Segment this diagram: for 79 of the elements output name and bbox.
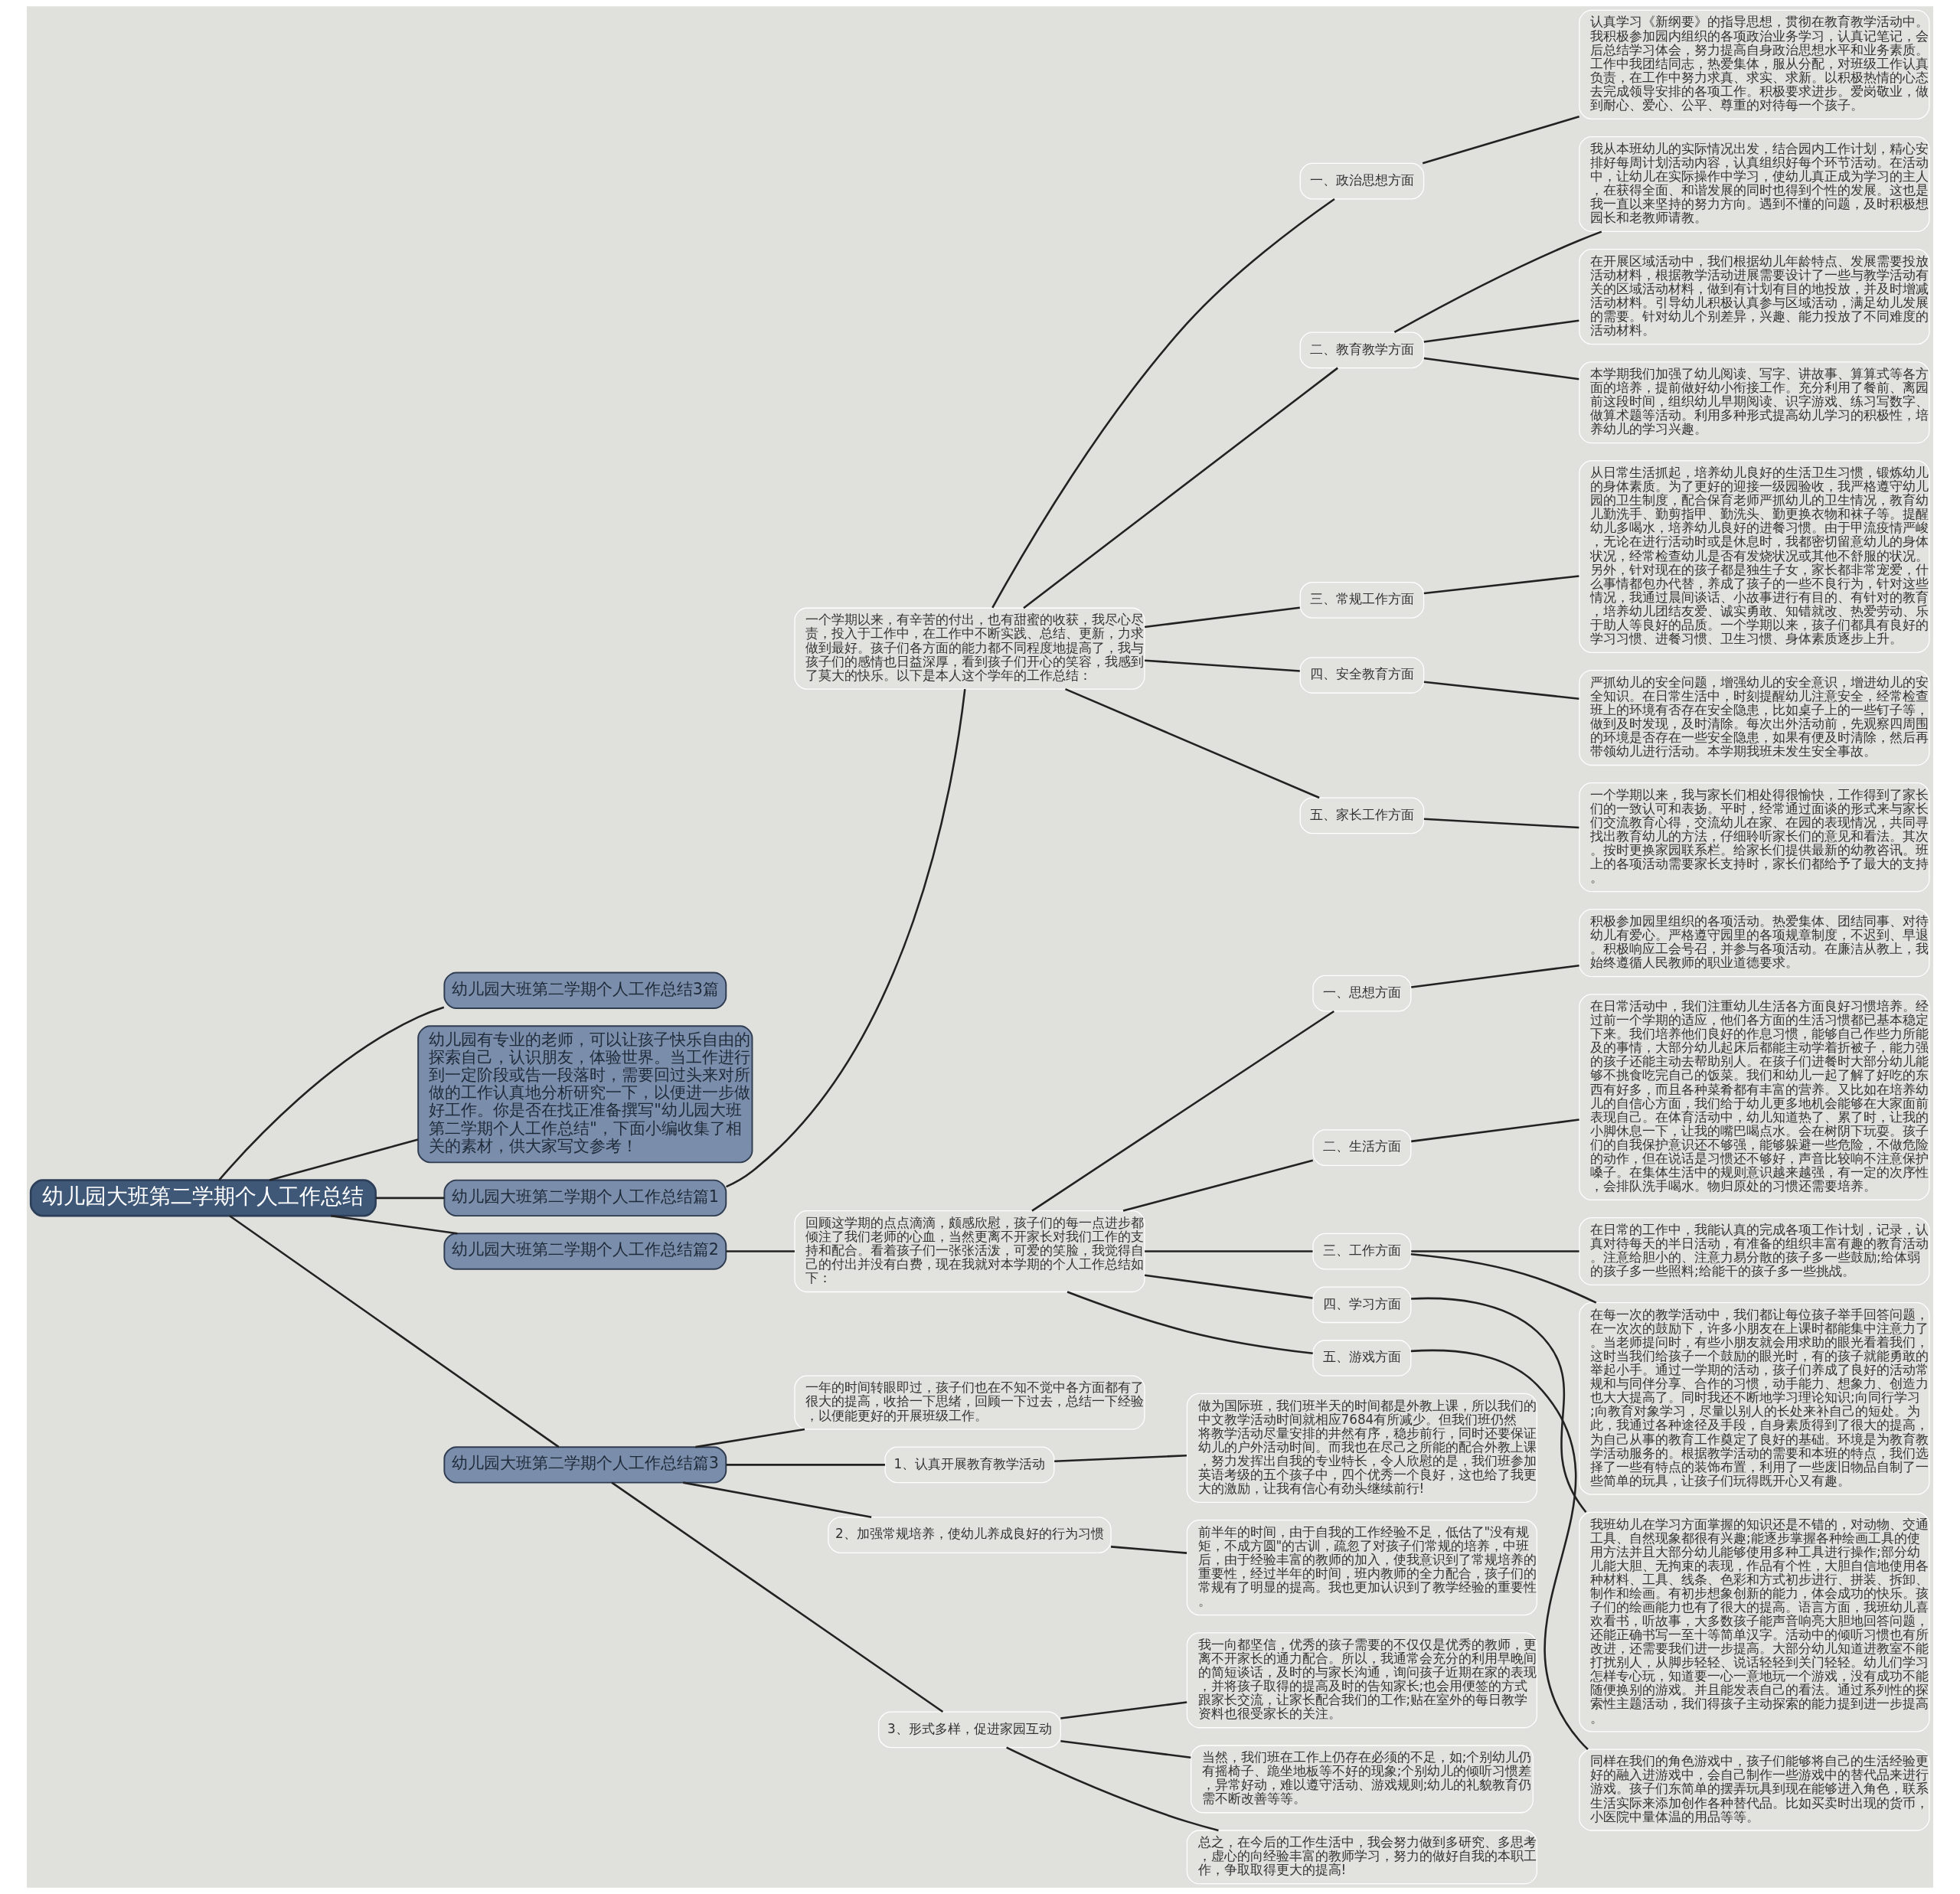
connector [726,1250,795,1252]
node-box: 一、思想方面 [1312,975,1412,1012]
connector [726,1464,885,1466]
connector [1423,575,1579,595]
node-box: 我从本班幼儿的实际情况出发，结合园内工作计划，精心安排好每周计划活动内容，认真组织好每个环节活动。在活动中，让幼儿在实际操作中学习，使幼儿真正成为学习的主人，在获得全面、和谐发展的同时也得到个性的发展。这也是我一直以来坚持的努力方向。遇到不懂的问题，及时积极想园长和老教师请教。 [1579,136,1930,233]
node-box: 幼儿园大班第二学期个人工作总结篇1 [443,1179,727,1217]
node-box: 1、认真开展教育教学活动 [884,1446,1055,1484]
connector [726,689,966,1188]
node-box: 幼儿园大班第二学期个人工作总结篇3 [443,1446,727,1484]
node-box: 幼儿园大班第二学期个人工作总结 [29,1179,377,1217]
connector [1410,1252,1597,1304]
node-box: 在每一次的教学活动中，我们都让每位孩子举手回答问题，在一次次的鼓励下，许多小朋友在上课时都能集中注意力了。当老师提问时，有些小朋友就会用求助的眼光看着我们，这时当我们给孩子一个鼓励的眼光时，有的孩子就能勇敢的举起小手。通过一学期的活动，孩子们养成了良好的活动常规和与同伴分享、合作的习惯，动手能力、想象力、创造力也大大提高了。同时我还不断地学习理论知识;向同行学习;向教育对象学习，尽量以别人的长处来补自己的短处。为此，我通过各种途径及手段，自身素质得到了很大的提高，为自己从事的教育工作奠定了良好的基础。环境是为教育教学活动服务的。根据教学活动的需要和本班的特点，我们选择了一些有特点的装饰布置，利用了一些废旧物品自制了一些简单的玩具，让孩子们玩得既开心又有趣。 [1579,1302,1930,1495]
node-box: 一年的时间转眼即过，孩子们也在不知不觉中各方面都有了很大的提高，收拾一下思绪，回顾一下过去，总结一下经验，以便能更好的开展班级工作。 [794,1375,1145,1430]
node-box: 严抓幼儿的安全问题，增强幼儿的安全意识，增进幼儿的安全知识。在日常生活中，时刻提醒幼儿注意安全，经常检查班上的环境有否存在安全隐患，比如桌子上的一些钉子等，做到及时发现，及时清除。每次出外活动前，先观察四周围的环境是否存在一些安全隐患，如果有便及时清除，然后再带领幼儿进行活动。本学期我班未发生安全事故。 [1579,669,1930,766]
node-box: 五、家长工作方面 [1299,797,1425,834]
node-box: 四、安全教育方面 [1299,657,1425,694]
connector [1122,1159,1314,1212]
connector [1067,1291,1313,1355]
node-box: 积极参加园里组织的各项活动。热爱集体、团结同事、对待幼儿有爱心。严格遵守园里的各项规章制度，不迟到、早退。积极响应工会号召，并参与各项活动。在廉洁从教上，我始终遵循人民教师的职业道德要求。 [1579,909,1930,978]
node-box: 我班幼儿在学习方面掌握的知识还是不错的，对动物、交通工具、自然现象都很有兴趣;能逐步掌握各种绘画工具的使用方法并且大部分幼儿能够使用多种工具进行操作;部分幼儿能大胆、无拘束的表现，作品有个性，大胆自信地使用各种材料、工具、线条、色彩和方式初步进行、拼装、拆卸、制作和绘画。有初步想象创新的能力，体会成功的快乐。孩子们的绘画能力也有了很大的提高。语言方面，我班幼儿喜欢看书，听故事，大多数孩子能声音响亮大胆地回答问题，还能正确书写一至十等简单汉字。活动中的倾听习惯也有所改进，还需要我们进一步提高。大部分幼儿知道进教室不能打扰别人，从脚步轻轻、说话轻轻到关门轻轻。幼儿们学习怎样专心玩，知道要一心一意地玩一个游戏，没有成功不能随便换别的游戏。并且能发表自己的看法。通过系列性的探索性主题活动，我们得孩子主动探索的能力提到进一步提高。 [1579,1511,1930,1732]
node-box: 总之，在今后的工作生活中，我会努力做到多研究、多思考，虚心的向经验丰富的教师学习，努力的做好自我的本职工作，争取取得更大的提高! [1186,1830,1538,1885]
connector [269,1138,419,1181]
node-box: 一、政治思想方面 [1299,162,1425,200]
connector [1006,1746,1219,1832]
connector [229,1215,560,1448]
node-box: 本学期我们加强了幼儿阅读、写字、讲故事、算算式等各方面的培养，提前做好幼小衔接工作。充分利用了餐前、离园前这段时间，组织幼儿早期阅读、识字游戏、练习写数字、做算术题等活动。利用多种形式提高幼儿学习的积极性，培养幼儿的学习兴趣。 [1579,361,1930,444]
node-box: 幼儿园大班第二学期个人工作总结篇2 [443,1233,727,1270]
node-box: 二、生活方面 [1312,1129,1412,1166]
connector [1411,1250,1579,1252]
connector [695,1428,805,1448]
node-box: 认真学习《新纲要》的指导思想，贯彻在教育教学活动中。我积极参加园内组织的各项政治业务学习，认真记笔记，会后总结学习体会，努力提高自身政治思想水平和业务素质。工作中我团结同志，热爱集体，服从分配，对班级工作认真负责，在工作中努力求真、求实、求新。以积极热情的心态去完成领导安排的各项工作。积极要求进步。爱岗敬业，做到耐心、爱心、公平、尊重的对待每一个孩子。 [1579,9,1930,119]
node-box: 四、学习方面 [1312,1286,1412,1324]
connector [1145,1250,1313,1252]
node-box: 幼儿园大班第二学期个人工作总结3篇 [443,971,727,1009]
connector [1411,1297,1587,1514]
connector [1144,1274,1313,1299]
connector [1422,116,1579,165]
connector [1144,606,1300,629]
node-box: 三、常规工作方面 [1299,582,1425,619]
node-box: 三、工作方面 [1312,1233,1412,1270]
connector [1411,1118,1579,1143]
connector [1423,681,1579,700]
node-box: 同样在我们的角色游戏中，孩子们能够将自己的生活经验更好的融入进游戏中，会自己制作一些游戏中的替代品来进行游戏。孩子们东简单的摆弄玩具到现在能够进入角色，联系生活实际来添加创作各种替代品。比如买卖时出现的货币，小医院中量体温的用品等等。 [1579,1749,1930,1831]
connector [1423,818,1579,829]
connector [375,1197,445,1200]
node-box: 在日常活动中，我们注重幼儿生活各方面良好习惯培养。经过前一个学期的适应，他们各方面的生活习惯都已基本稳定下来。我们培养他们良好的作息习惯，能够自己作些力所能及的事情，大部分幼儿起床后都能主动学着折被子，能力强的孩子还能主动去帮助别人。在孩子们进餐时大部分幼儿能够不挑食吃完自己的饭菜。我们和幼儿一起了解了好吃的东西有好多，而且各种菜肴都有丰富的营养。又比如在培养幼儿的自信心方面，我们给于幼儿更多地机会能够在大家面前表现自己。在体育活动中，幼儿知道热了、累了时，让我的小脚休息一下，让我的嘴巴喝点水。会在树阴下玩耍。孩子们的自我保护意识还不够强，能够躲避一些危险，不做危险的动作，但在说话是习惯还不够好，声音比较响不注意保护嗓子。在集体生活中的规则意识越来越强，有一定的次序性，会排队洗手喝水。物归原处的习惯还需要培养。 [1579,994,1930,1201]
node-box: 回顾这学期的点点滴滴，颇感欣慰，孩子们的每一点进步都倾注了我们老师的心血，当然更离不开家长对我们工作的支持和配合。看着孩子们一张张活泼，可爱的笑脸，我觉得自己的付出并没有白费，现在我就对本学期的个人工作总结如下： [794,1210,1145,1293]
connector [1423,357,1579,380]
connector [1111,1546,1187,1554]
node-box: 五、游戏方面 [1312,1340,1412,1376]
node-box: 幼儿园有专业的老师，可以让孩子快乐自由的探索自己，认识朋友，体验世界。当工作进行到一定阶段或告一段落时，需要回过头来对所做的工作认真地分析研究一下，以便进一步做好工作。你是否在找正准备撰写"幼儿园大班第二学期个人工作总结"，下面小编收集了相关的素材，供大家写文参考！ [417,1025,753,1164]
node-box: 前半年的时间，由于自我的工作经验不足，低估了"没有规矩，不成方圆"的古训，疏忽了对孩子们常规的培养，中班后，由于经验丰富的教师的加入，使我意识到了常规培养的重要性，经过半年的时间，班内教师的全力配合，孩子们的常规有了明显的提高。我也更加认识到了教学经验的重要性。 [1186,1520,1538,1616]
connector [1060,1701,1187,1719]
connector [1065,687,1320,799]
connector [1031,1010,1334,1212]
connector [683,1481,872,1518]
node-box: 做为国际班，我们班半天的时间都是外教上课，所以我们的中文教学活动时间就相应7684有所减少。但我们班仍然将教学活动尽量安排的井然有序，稳步前行，同时还要保证幼儿的户外活动时间。而我也在尽己之所能的配合外教上课，努力发挥出自我的专业特长，令人欣慰的是，我们班参加英语考级的五个孩子中，四个优秀一个良好，这也给了我更大的激励，让我有信心有劲头继续前行! [1186,1393,1538,1504]
node-box: 我一向都坚信，优秀的孩子需要的不仅仅是优秀的教师，更离不开家长的通力配合。所以，我通常会充分的利用早晚间的简短谈话，及时的与家长沟通，询问孩子近期在家的表现，并将孩子取得的提高及时的告知家长;也会用便签的方式跟家长交流，让家长配合我们的工作;贴在室外的每日教学资料也很受家长的关注。 [1186,1632,1538,1729]
connector [991,198,1335,609]
connector [611,1481,944,1713]
node-box: 从日常生活抓起，培养幼儿良好的生活卫生习惯，锻炼幼儿的身体素质。为了更好的迎接一级园验收，我严格遵守幼儿园的卫生制度，配合保育老师严抓幼儿的卫生情况，教育幼儿勤洗手、勤剪指甲、勤洗头、勤更换衣物和袜子等。提醒幼儿多喝水，培养幼儿良好的进餐习惯。由于甲流疫情严峻，无论在进行活动时或是休息时，我都密切留意幼儿的身体状况，经常检查幼儿是否有发烧状况或其他不舒服的状况。另外，针对现在的孩子都是独生子女，家长都非常宠爱，什么事情都包办代替，养成了孩子的一些不良行为，针对这些情况，我通过晨间谈话、小故事进行有目的、有针对的教育，培养幼儿团结友爱、诚实勇敢、知错就改、热爱劳动、乐于助人等良好的品质。一个学期以来，孩子们都具有良好的学习习惯、进餐习惯、卫生习惯、身体素质逐步上升。 [1579,460,1930,653]
connector [1145,659,1300,672]
connector [331,1214,458,1235]
node-box: 一个学期以来，我与家长们相处得很愉快，工作得到了家长们的一致认可和表扬。平时，经常通过面谈的形式来与家长们交流教育心得，交流幼儿在家、在园的表现情况，共同寻找出教育幼儿的方法，仔细聆听家长们的意见和看法。其次。按时更换家园联系栏。给家长们提供最新的幼教咨讯。班上的各项活动需要家长支持时，家长们都给予了最大的支持。 [1579,782,1930,893]
node-box: 二、教育教学方面 [1299,331,1425,369]
node-box: 2、加强常规培养，使幼儿养成良好的行为习惯 [828,1517,1112,1553]
node-box: 3、形式多样，促进家园互动 [878,1711,1061,1749]
node-box: 在日常的工作中，我能认真的完成各项工作计划，记录，认真对待每天的半日活动，有准备的组织丰富有趣的教育活动。注意给胆小的、注意力易分散的孩子多一些鼓励;给体弱的孩子多一些照料;给能干的孩子多一些挑战。 [1579,1217,1930,1286]
node-box: 在开展区域活动中，我们根据幼儿年龄特点、发展需要投放活动材料，根据教学活动进展需要设计了一些与教学活动有关的区域活动材料，做到有计划有目的地投放，并及时增减活动材料。引导幼儿积极认真参与区域活动，满足幼儿发展的需要。针对幼儿个别差异，兴趣、能力投放了不同难度的活动材料。 [1579,249,1930,345]
connector [1410,1349,1589,1750]
node-box: 当然，我们班在工作上仍存在必须的不足，如;个别幼儿仍有摇椅子、跪坐地板等不好的现象;个别幼儿的倾听习惯差，异常好动，难以遵守活动、游戏规则;幼儿的礼貌教育仍需不断改善等等。 [1190,1745,1534,1814]
connector [1054,1454,1187,1462]
connector [1423,319,1579,343]
connector [1023,367,1338,609]
connector [1060,1739,1191,1758]
connector [1411,964,1579,988]
node-box: 一个学期以来，有辛苦的付出，也有甜蜜的收获，我尽心尽责，投入于工作中，在工作中不断实践、总结、更新，力求做到最好。孩子们各方面的能力都不同程度地提高了，我与孩子们的感情也日益深厚，看到孩子们开心的笑容，我感到了莫大的快乐。以下是本人这个学年的工作总结： [794,607,1145,690]
connector [218,1006,445,1181]
connector [1393,230,1602,333]
